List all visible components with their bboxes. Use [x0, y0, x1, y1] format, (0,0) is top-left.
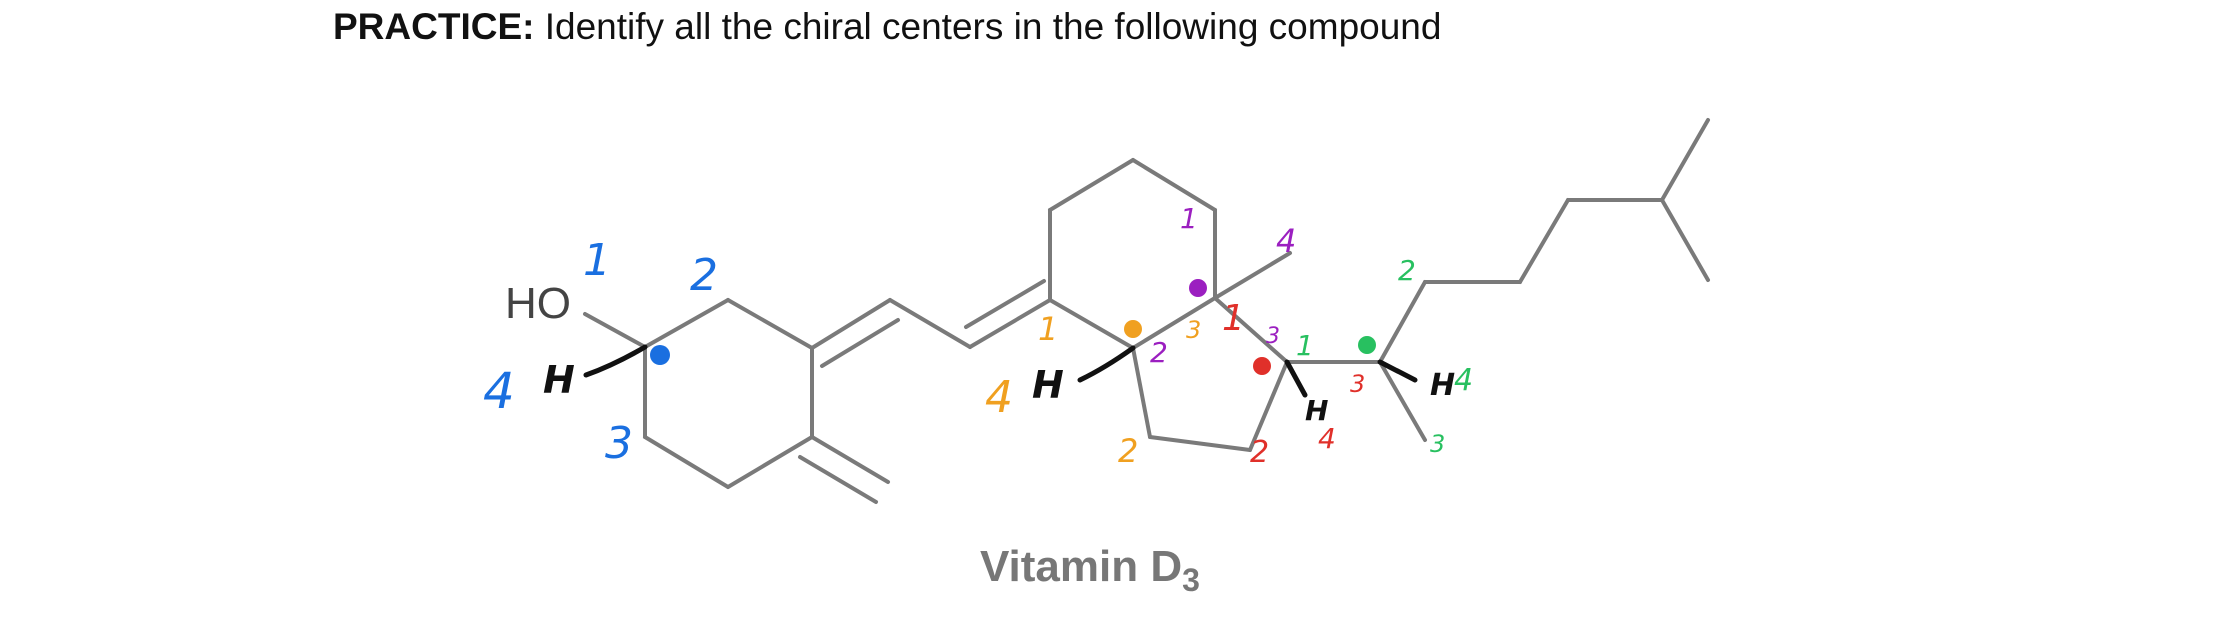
- bond: [888, 298, 972, 349]
- priority-red-3: 3: [1350, 370, 1365, 398]
- priority-green-3: 3: [1430, 430, 1445, 458]
- bond: [1660, 118, 1710, 202]
- priority-blue-1: 1: [583, 235, 611, 286]
- caption-subscript: 3: [1182, 562, 1200, 598]
- h-bond-stroke: [1284, 359, 1308, 398]
- priority-orange-1: 1: [1038, 310, 1058, 348]
- h-bond-stroke: [583, 344, 648, 378]
- hydroxyl-label: HO: [505, 279, 571, 328]
- bond: [1660, 198, 1710, 282]
- bond: [820, 318, 900, 368]
- priority-blue-4: 4: [483, 362, 515, 420]
- hydrogen-b: H: [1032, 363, 1064, 407]
- chiral-dot-red: [1253, 357, 1271, 375]
- handwritten-hydrogens: H H H H: [543, 344, 1455, 427]
- priority-purple-4: 4: [1276, 222, 1296, 260]
- priority-purple-2: 2: [1150, 336, 1168, 369]
- priority-purple-3: 3: [1266, 324, 1280, 349]
- bond: [1518, 198, 1570, 284]
- priority-purple-1: 1: [1180, 202, 1198, 235]
- bond-hydroxyl: [583, 312, 647, 349]
- chiral-dot-green: [1358, 336, 1376, 354]
- bond: [1213, 296, 1289, 364]
- chiral-dot-orange: [1124, 320, 1142, 338]
- priority-green-1: 1: [1296, 329, 1314, 362]
- bond: [964, 279, 1046, 329]
- bond: [968, 298, 1052, 349]
- bond-methyl: [1213, 251, 1292, 300]
- hydrogen-a: H: [543, 358, 575, 402]
- chiral-dot-blue: [650, 345, 670, 365]
- priority-red-1: 1: [1222, 298, 1245, 339]
- priority-blue-2: 2: [690, 250, 718, 301]
- practice-label: PRACTICE:: [333, 6, 535, 47]
- priority-red-2: 2: [1250, 435, 1269, 470]
- priority-red-4: 4: [1318, 422, 1336, 455]
- bond: [1131, 296, 1217, 350]
- priority-labels: 1 2 3 4 1 2 3 4 1 2 3 4 1 2 3 4 1 2 3 4: [483, 202, 1473, 470]
- bond: [1148, 435, 1252, 452]
- bond-methylene: [810, 435, 890, 484]
- bond: [1131, 346, 1152, 439]
- bond: [1378, 280, 1427, 364]
- priority-green-4: 4: [1454, 363, 1473, 398]
- bond: [1248, 360, 1289, 452]
- chiral-dot-purple: [1189, 279, 1207, 297]
- bond: [1131, 158, 1217, 212]
- priority-orange-3: 3: [1186, 316, 1201, 344]
- bond: [1048, 298, 1135, 350]
- bond: [643, 298, 730, 349]
- bond: [810, 298, 892, 350]
- priority-green-2: 2: [1398, 254, 1416, 287]
- bond: [643, 435, 730, 489]
- bond: [726, 298, 814, 350]
- bond: [726, 435, 814, 489]
- bond: [1048, 158, 1135, 212]
- bond: [1378, 360, 1427, 442]
- priority-blue-3: 3: [605, 418, 633, 469]
- caption-name: Vitamin D: [980, 542, 1182, 591]
- hydrogen-e: H: [1430, 368, 1455, 403]
- priority-orange-2: 2: [1118, 432, 1138, 470]
- question-text: Identify all the chiral centers in the f…: [544, 6, 1442, 47]
- hydrogen-d: H: [1305, 394, 1328, 427]
- priority-orange-4: 4: [985, 372, 1013, 423]
- h-bond-stroke: [1377, 359, 1418, 383]
- compound-caption: Vitamin D3: [980, 542, 1200, 598]
- skeleton-bonds: [583, 118, 1710, 504]
- bond-methylene: [798, 455, 878, 504]
- question-header: PRACTICE: Identify all the chiral center…: [333, 6, 1441, 48]
- chiral-center-markers: [650, 279, 1376, 375]
- h-bond-stroke: [1077, 345, 1136, 383]
